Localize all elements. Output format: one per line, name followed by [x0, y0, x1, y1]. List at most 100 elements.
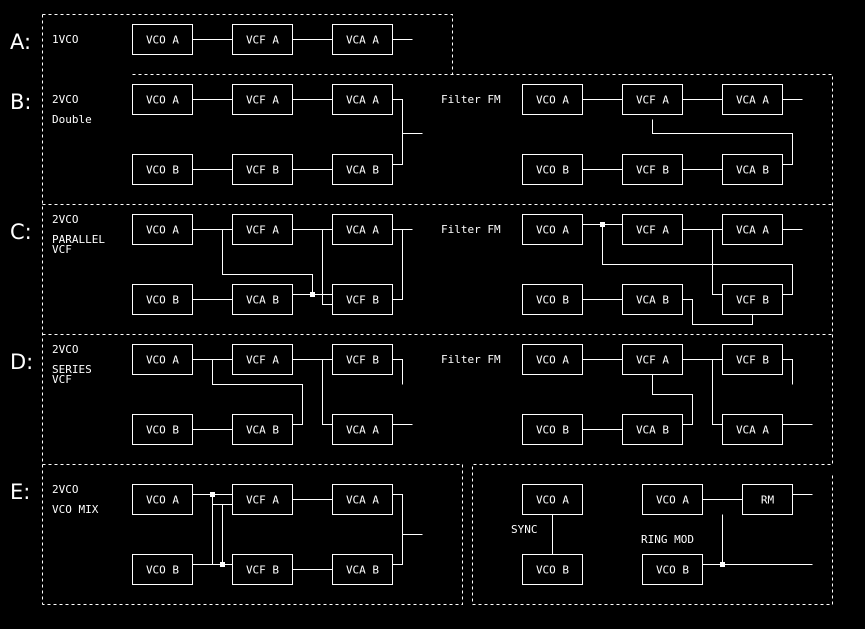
module-box-outline — [332, 84, 393, 115]
module-box-outline — [232, 344, 293, 375]
module-vco-b: VCO B — [132, 284, 193, 315]
section-b-filter-fm-title: Filter FM — [441, 93, 501, 106]
module-box-outline — [522, 214, 583, 245]
module-box-outline — [722, 414, 783, 445]
module-vco-b: VCO B — [132, 414, 193, 445]
module-vca-a: VCA A — [722, 84, 783, 115]
module-label: VCF B — [736, 354, 769, 367]
module-label: VCO B — [536, 164, 569, 177]
module-box-outline — [522, 484, 583, 515]
module-vcf-b: VCF B — [332, 344, 393, 375]
module-box-outline — [232, 214, 293, 245]
module-box-outline — [332, 484, 393, 515]
module-box-outline — [722, 284, 783, 315]
module-label: VCO A — [146, 94, 179, 107]
module-vcf-a: VCF A — [232, 344, 293, 375]
module-box-outline — [232, 484, 293, 515]
module-vca-b: VCA B — [722, 154, 783, 185]
module-box-outline — [742, 484, 793, 515]
module-label: VCF B — [736, 294, 769, 307]
module-box-outline — [232, 554, 293, 585]
module-vca-b: VCA B — [232, 284, 293, 315]
section-b-desc-2: Double — [52, 113, 92, 126]
module-label: VCA B — [346, 164, 379, 177]
module-box-outline — [332, 344, 393, 375]
module-label: VCA B — [736, 164, 769, 177]
module-label: VCO A — [536, 94, 569, 107]
section-a-desc-1: 1VCO — [52, 33, 79, 46]
module-vco-b: VCO B — [642, 554, 703, 585]
module-label: VCF B — [346, 354, 379, 367]
module-label: VCO A — [536, 224, 569, 237]
section-c-letter: C: — [10, 220, 32, 244]
junction-dot — [600, 222, 605, 227]
module-box-outline — [622, 84, 683, 115]
module-label: VCO A — [146, 354, 179, 367]
module-vcf-b: VCF B — [332, 284, 393, 315]
module-box-outline — [722, 344, 783, 375]
module-vcf-b: VCF B — [622, 154, 683, 185]
module-label: VCO B — [146, 294, 179, 307]
module-vcf-b: VCF B — [722, 344, 783, 375]
module-box-outline — [332, 154, 393, 185]
section-e-ring-mod-label: RING MOD — [641, 533, 694, 546]
module-box-outline — [132, 344, 193, 375]
module-box-outline — [232, 84, 293, 115]
section-d-letter: D: — [10, 350, 33, 374]
module-label: VCO A — [536, 494, 569, 507]
module-vcf-b: VCF B — [232, 154, 293, 185]
section-c-desc-2: PARALLEL — [52, 233, 105, 246]
module-label: VCA B — [246, 294, 279, 307]
module-label: VCO B — [536, 424, 569, 437]
module-box-outline — [232, 284, 293, 315]
module-box-outline — [522, 554, 583, 585]
module-label: VCA B — [636, 424, 669, 437]
module-box-outline — [132, 414, 193, 445]
module-vcf-a: VCF A — [232, 214, 293, 245]
patch-wire-6 — [192, 359, 413, 430]
module-label: VCA B — [636, 294, 669, 307]
module-label: VCF A — [246, 494, 279, 507]
module-label: VCF A — [636, 224, 669, 237]
module-box-outline — [132, 484, 193, 515]
module-label: VCO B — [536, 294, 569, 307]
junction-dot — [220, 562, 225, 567]
module-box-outline — [232, 414, 293, 445]
section-a-letter: A: — [10, 30, 31, 54]
module-vco-a: VCO A — [132, 214, 193, 245]
module-vcf-a: VCF A — [232, 24, 293, 55]
module-vcf-b: VCF B — [232, 554, 293, 585]
module-label: VCO A — [536, 354, 569, 367]
module-vco-b: VCO B — [132, 554, 193, 585]
module-rm: RM — [742, 484, 793, 515]
module-label: VCF B — [636, 164, 669, 177]
module-label: VCA A — [736, 94, 769, 107]
module-vco-a: VCO A — [522, 344, 583, 375]
module-boxes: VCO A VCF A VCA A VCO A VCF A VCA A VCO B VCF B… — [132, 24, 793, 585]
module-vco-a: VCO A — [642, 484, 703, 515]
module-box-outline — [332, 414, 393, 445]
module-vca-a: VCA A — [332, 84, 393, 115]
module-vcf-a: VCF A — [232, 484, 293, 515]
module-box-outline — [332, 24, 393, 55]
module-label: VCF A — [636, 354, 669, 367]
module-label: VCA A — [346, 224, 379, 237]
module-label: VCO B — [146, 164, 179, 177]
module-box-outline — [132, 284, 193, 315]
module-label: VCO A — [146, 34, 179, 47]
module-vca-a: VCA A — [722, 214, 783, 245]
patch-wire-7 — [582, 359, 813, 430]
section-e-letter: E: — [10, 480, 30, 504]
module-label: VCO A — [656, 494, 689, 507]
module-vca-a: VCA A — [332, 214, 393, 245]
frame-a — [42, 14, 453, 605]
patch-wire-3 — [582, 99, 803, 170]
module-box-outline — [622, 414, 683, 445]
module-vcf-a: VCF A — [622, 344, 683, 375]
module-box-outline — [132, 84, 193, 115]
module-label: VCO A — [146, 224, 179, 237]
module-box-outline — [642, 484, 703, 515]
module-box-outline — [232, 24, 293, 55]
section-e-desc-1: 2VCO — [52, 483, 79, 496]
module-label: VCA A — [346, 424, 379, 437]
